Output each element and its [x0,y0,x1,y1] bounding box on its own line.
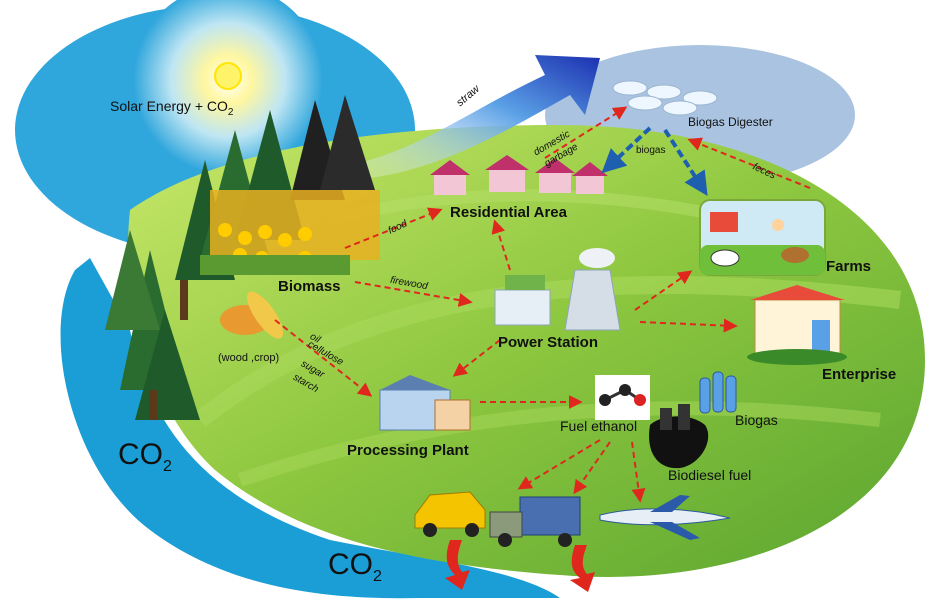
biogas-digester-label: Biogas Digester [688,115,773,129]
biogas-digester-tanks [612,80,718,116]
sun-icon [214,62,242,90]
power-station [494,248,621,331]
biogas-label: Biogas [735,412,778,428]
fuel-ethanol-label: Fuel ethanol [560,418,638,434]
flow-arrows [274,106,811,503]
farms-label: Farms [826,258,872,275]
solar-energy-label: Solar Energy + CO2 [110,98,234,118]
processing-plant [379,375,471,431]
biodiesel-label: Biodiesel fuel [668,467,752,483]
residential-area-label: Residential Area [450,204,567,221]
field-stripe [237,401,881,487]
truck-icon [489,496,581,547]
airplane-icon [599,495,731,540]
field-stripe [194,276,902,428]
wood-crop-label: (wood ,crop) [218,352,280,364]
farm-scene [699,199,826,276]
biogas-tanks-icon [699,371,737,414]
crops [200,190,380,339]
ethanol-molecule-icon [595,375,650,420]
co2-cycle-loop [60,258,560,599]
co2-bottom-label: CO2 [328,548,382,585]
co2-left-label: CO2 [118,438,172,475]
enterprise-label: Enterprise [822,366,897,383]
biodiesel-barrels-icon [649,404,709,469]
straw-arrow [350,55,600,180]
power-station-label: Power Station [498,334,599,351]
biogas-flow-label: biogas [636,145,666,156]
car-icon [414,491,486,537]
biomass-label: Biomass [278,278,341,295]
biogas-arrows [601,126,708,197]
processing-plant-label: Processing Plant [347,442,469,459]
emission-arrows [445,540,595,592]
enterprise-building [747,285,847,365]
residential-houses [430,155,608,195]
